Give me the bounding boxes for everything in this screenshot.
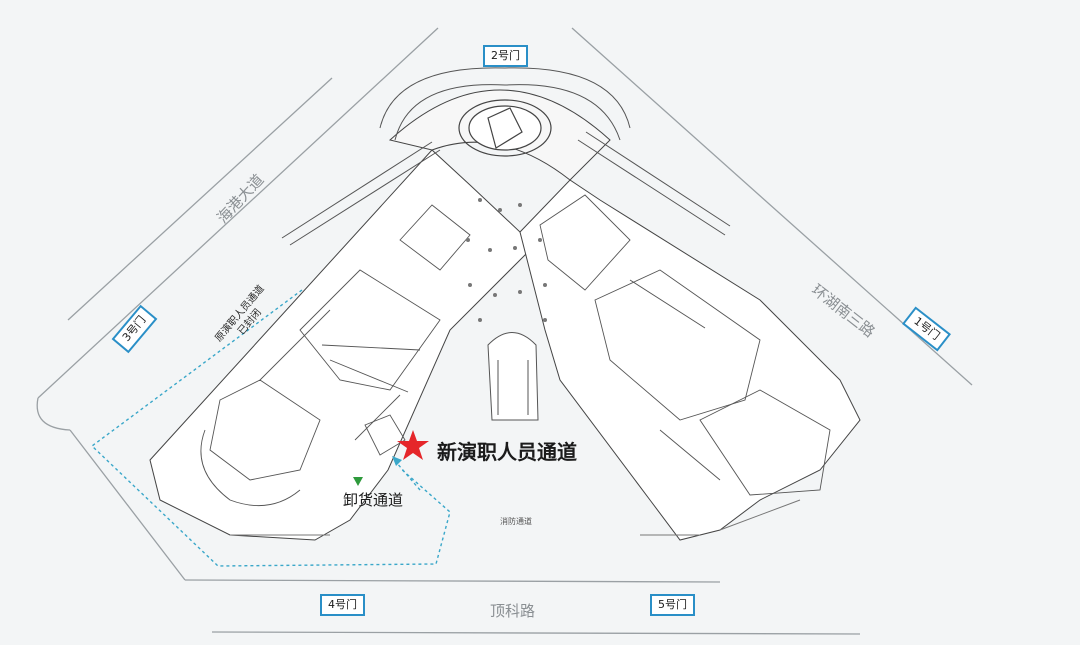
road-dingke: 顶科路 bbox=[490, 602, 536, 620]
closed-route-dashed bbox=[90, 289, 451, 567]
blue-dashed-arrow-icon bbox=[392, 456, 421, 491]
gate-4-label: 4号门 bbox=[320, 594, 365, 616]
gate-5-label: 5号门 bbox=[650, 594, 695, 616]
left-wing-rooms bbox=[200, 204, 471, 507]
red-star-icon bbox=[397, 430, 429, 460]
right-wing-rooms bbox=[539, 194, 831, 496]
building-complex bbox=[149, 89, 861, 541]
lower-edges bbox=[230, 499, 801, 536]
new-performer-passage-label: 新演职人员通道 bbox=[437, 440, 577, 464]
top-outline bbox=[281, 67, 731, 246]
plaza-dots bbox=[466, 198, 547, 322]
gate-2-label: 2号门 bbox=[483, 45, 528, 67]
center-small-label: 消防通道 bbox=[500, 517, 532, 526]
central-corridor bbox=[487, 332, 539, 421]
rotunda bbox=[458, 99, 552, 157]
unloading-passage-label: 卸货通道 bbox=[343, 491, 404, 509]
green-triangle-icon bbox=[353, 477, 363, 486]
